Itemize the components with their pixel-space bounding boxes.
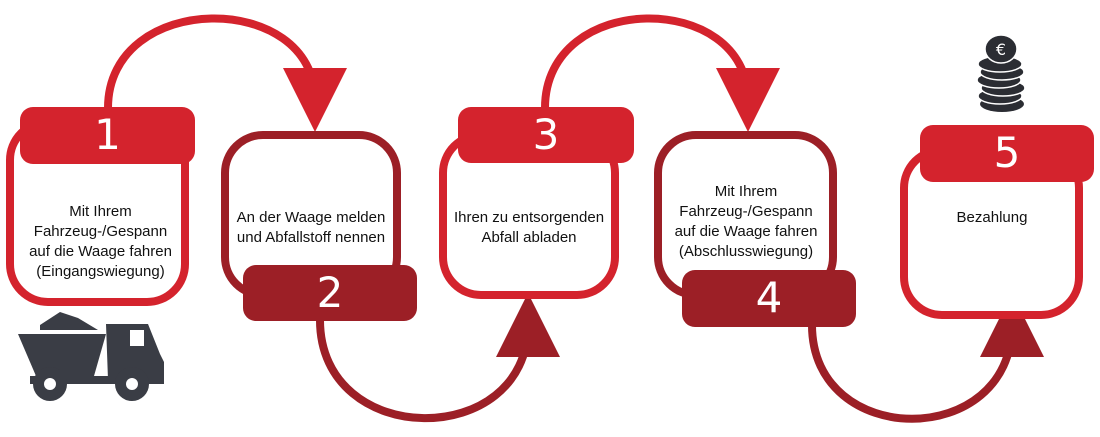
step-2-tab xyxy=(243,265,417,321)
step-4-tab xyxy=(682,270,856,327)
step-1-tab xyxy=(20,107,195,164)
euro-symbol: € xyxy=(996,40,1006,59)
step-3-tab xyxy=(458,107,634,163)
arrow-4-to-5 xyxy=(808,293,1044,423)
arrow-3-to-4 xyxy=(541,14,780,132)
dump-truck-icon xyxy=(18,312,164,401)
step-5-tab xyxy=(920,125,1094,182)
arrow-1-to-2 xyxy=(104,14,347,132)
arrow-2-to-3 xyxy=(316,293,560,423)
euro-coin-stack-icon: € xyxy=(976,34,1026,112)
